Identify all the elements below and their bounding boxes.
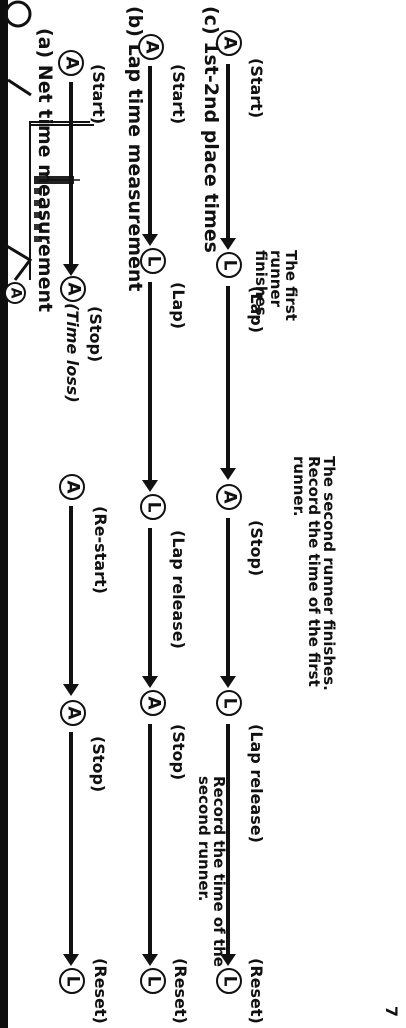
b-reset-button-icon: L	[140, 968, 166, 994]
b-lap-label: (Lap)	[169, 282, 188, 330]
b-arrow-4	[148, 724, 152, 956]
a-stop2-button-icon: A	[60, 700, 86, 726]
c-stop-button-icon: A	[216, 484, 242, 510]
b-start-label: (Start)	[169, 64, 188, 125]
a-reset-button-icon: L	[59, 968, 85, 994]
b-lap-button-icon: L	[140, 248, 166, 274]
b-arrow-1	[148, 66, 152, 236]
a-stop-label: (Stop)	[86, 306, 105, 363]
c-start-button-icon: A	[216, 30, 242, 56]
a-reset-label: (Reset)	[91, 958, 110, 1024]
b-start-button-icon: A	[138, 34, 164, 60]
a-stop-button-icon: A	[60, 276, 86, 302]
a-restart-label: (Re-start)	[91, 506, 110, 594]
c-reset-label: (Reset)	[247, 958, 266, 1024]
a-button-icon: A	[4, 282, 26, 304]
c-lap-button-icon: L	[216, 252, 242, 278]
c-stop-label: (Stop)	[247, 520, 266, 577]
b-stop-label: (Stop)	[169, 724, 188, 781]
a-stop2-label: (Stop)	[89, 736, 108, 793]
section-a-heading: (a) Net time measurement	[34, 28, 56, 313]
c-second-runner-note: The second runner finishes. Record the t…	[290, 456, 338, 691]
b-reset-label: (Reset)	[171, 958, 190, 1024]
b-lap-release-label: (Lap release)	[169, 530, 188, 649]
c-start-label: (Start)	[247, 58, 266, 119]
a-arrow-3	[69, 732, 73, 956]
c-arrow-2	[226, 286, 230, 470]
a-arrow-2	[69, 506, 73, 686]
c-arrow-3	[226, 518, 230, 678]
c-reset-button-icon: L	[216, 968, 242, 994]
a-start-label: (Start)	[89, 64, 108, 125]
c-arrow-1	[226, 64, 230, 240]
c-lap-release-label: (Lap release)	[247, 724, 266, 843]
page-number: 7	[382, 1005, 402, 1018]
b-lap-release-button-icon: L	[140, 494, 166, 520]
b-arrow-2	[148, 282, 152, 482]
a-restart-button-icon: A	[59, 474, 85, 500]
c-first-runner-note: The first runner finishes.	[252, 250, 300, 322]
a-arrow-1	[69, 82, 73, 266]
page-edge-band	[0, 0, 8, 1028]
a-time-loss-label: (Time loss)	[63, 303, 82, 403]
b-stop-button-icon: A	[140, 690, 166, 716]
a-start-button-icon: A	[58, 50, 84, 76]
c-arrow-4	[226, 724, 230, 956]
c-lap-release-button-icon: L	[216, 690, 242, 716]
b-arrow-3	[148, 528, 152, 678]
